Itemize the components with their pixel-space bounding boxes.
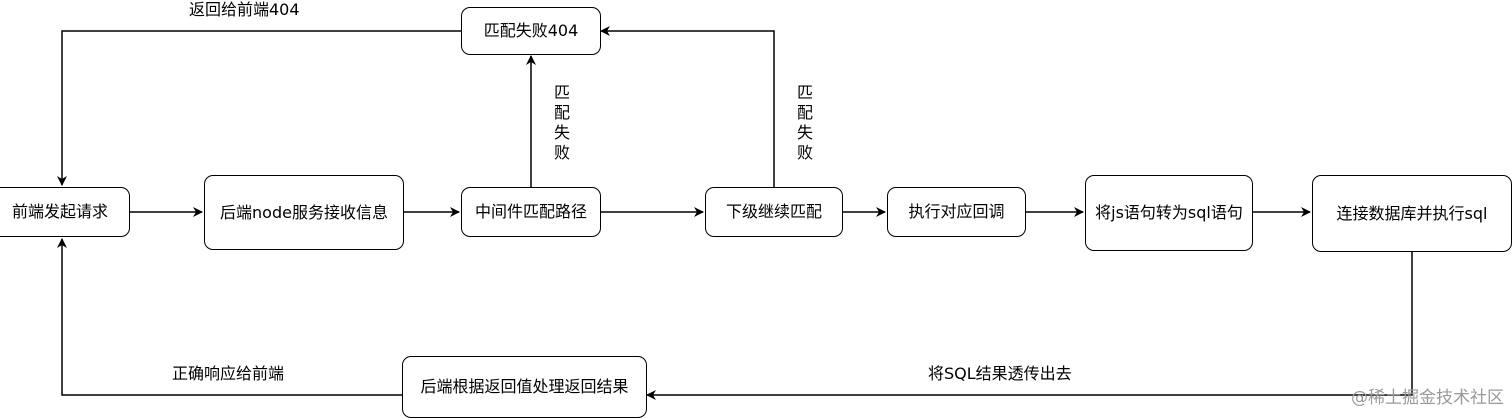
arrow-db-to-process	[646, 252, 1413, 400]
label-next-fail: 匹配失败	[794, 84, 813, 164]
label-middleware-fail: 匹配失败	[551, 84, 570, 164]
arrow-process-to-frontend	[57, 238, 402, 396]
node-next-match: 下级继续匹配	[705, 187, 843, 237]
label-return-404: 返回给前端404	[189, 0, 300, 19]
watermark: @稀土掘金技术社区	[1351, 388, 1504, 408]
label-sql-result: 将SQL结果透传出去	[928, 364, 1072, 383]
node-exec-callback: 执行对应回调	[887, 187, 1026, 237]
node-match-fail-404: 匹配失败404	[461, 7, 601, 55]
label-correct-response: 正确响应给前端	[172, 364, 285, 383]
node-db-exec: 连接数据库并执行sql	[1312, 175, 1512, 252]
arrow-404-to-frontend	[57, 30, 461, 186]
node-backend-process: 后端根据返回值处理返回结果	[402, 356, 647, 418]
node-middleware-match: 中间件匹配路径	[461, 187, 601, 237]
node-backend-receive: 后端node服务接收信息	[204, 175, 404, 250]
node-frontend-request: 前端发起请求	[0, 187, 130, 237]
arrow-next-fail	[600, 26, 775, 187]
node-js-to-sql: 将js语句转为sql语句	[1085, 175, 1253, 251]
